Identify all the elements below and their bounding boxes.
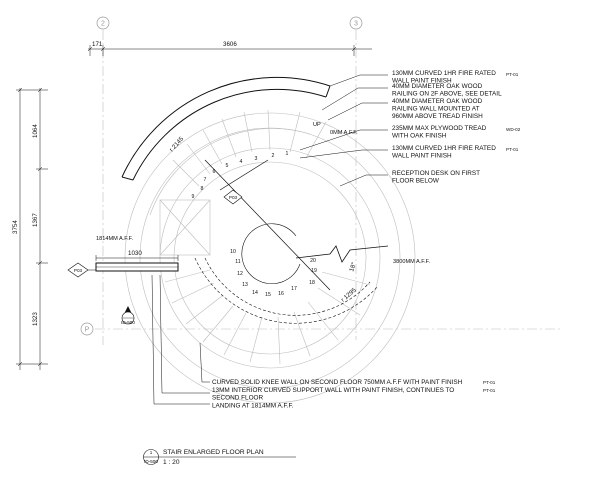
note-bottom-0-code: PT-01	[483, 380, 496, 385]
note-bottom-1: 13MM INTERIOR CURVED SUPPORT WALL WITH P…	[212, 387, 454, 394]
dim-1064: 1064	[32, 124, 39, 138]
note-right-0-line-1: WALL PAINT FINISH	[392, 77, 452, 84]
tread-number-16: 16	[278, 291, 284, 297]
grid-lines	[95, 30, 560, 345]
level-1814mm: 1814MM A.F.F.	[96, 236, 133, 242]
tread-number-7: 7	[204, 177, 207, 183]
note-right-0-line-0: 130MM CURVED 1HR FIRE RATED	[392, 70, 496, 77]
svg-text:3: 3	[354, 21, 358, 28]
tread-number-20: 20	[310, 258, 316, 264]
tread-number-6: 6	[213, 169, 216, 175]
tread-number-15: 15	[265, 292, 271, 298]
note-right-3-line-1: WITH OAK FINISH	[392, 132, 447, 139]
walking-line	[204, 159, 331, 291]
svg-text:P03: P03	[74, 268, 83, 273]
title-number: 1	[150, 450, 153, 455]
tread-number-8: 8	[201, 186, 204, 192]
tread-number-1: 1	[286, 151, 289, 157]
up-label: UP	[313, 122, 321, 128]
tread-number-17: 17	[291, 286, 297, 292]
tread-number-5: 5	[226, 163, 229, 169]
leader-lines-bottom	[151, 274, 210, 405]
top-dimension	[87, 45, 372, 56]
title-block: 1 ID-500 STAIR ENLARGED FLOOR PLAN 1 : 2…	[143, 449, 296, 466]
tread-number-2: 2	[272, 153, 275, 159]
radius-2145: r 2145	[168, 135, 185, 153]
svg-text:2: 2	[101, 21, 105, 28]
tag-p03-center: P03	[223, 189, 243, 205]
note-right-4-line-0: 130MM CURVED 1HR FIRE RATED	[392, 145, 496, 152]
note-right-3-code: WD-02	[506, 127, 521, 132]
tread-number-18: 18	[309, 280, 315, 286]
note-right-4-code: PT-01	[506, 147, 519, 152]
dim-3606: 3606	[223, 41, 237, 48]
dim-171: 171	[92, 41, 103, 48]
tread-number-10: 10	[230, 249, 236, 255]
leader-lines-right	[299, 74, 388, 187]
note-bottom-1-code: PT-01	[483, 388, 496, 393]
note-right-5-line-1: FLOOR BELOW	[392, 177, 440, 184]
angle-18: 18°	[348, 261, 358, 273]
tread-number-3: 3	[255, 156, 258, 162]
dim-1030: 1030	[128, 250, 142, 257]
svg-text:P03: P03	[229, 195, 238, 200]
inner-support-wall	[194, 223, 379, 324]
grid-bubble-3: 3	[349, 16, 363, 30]
note-right-2-line-0: 40MM DIAMETER OAK WOOD	[392, 98, 483, 105]
svg-text:ID-500: ID-500	[121, 320, 135, 325]
tread-number-11: 11	[235, 259, 240, 265]
curved-fire-rated-wall	[121, 76, 331, 181]
note-right-2-line-2: 960MM ABOVE TREAD FINISH	[392, 113, 483, 120]
dim-1323: 1323	[32, 312, 39, 326]
grid-bubble-2: 2	[96, 16, 110, 30]
level-0mm: 0MM A.F.F.	[330, 130, 358, 136]
tread-number-9: 9	[192, 194, 195, 200]
drawing-scale: 1 : 20	[163, 459, 180, 466]
note-bottom-3: LANDING AT 1814MM A.F.F.	[212, 402, 294, 409]
note-right-0-code: PT-01	[506, 72, 519, 77]
tread-number-19: 19	[311, 268, 317, 274]
note-bottom-0: CURVED SOLID KNEE WALL ON SECOND FLOOR 7…	[212, 379, 463, 386]
knee-wall	[295, 245, 389, 263]
level-3800mm: 3800MM A.F.F.	[393, 259, 430, 265]
section-reference-marker: ID-500	[121, 306, 135, 325]
dim-1367: 1367	[32, 213, 39, 227]
drawing-title: STAIR ENLARGED FLOOR PLAN	[163, 449, 264, 456]
left-dimensions	[16, 87, 48, 370]
title-sheet: ID-500	[144, 459, 158, 464]
note-right-1-line-1: RAILING ON 2F ABOVE, SEE DETAIL	[392, 90, 502, 97]
dim-3754: 3754	[12, 220, 19, 234]
svg-text:P: P	[85, 327, 90, 334]
note-bottom-2: SECOND FLOOR	[212, 395, 264, 402]
note-right-1-line-0: 40MM DIAMETER OAK WOOD	[392, 83, 483, 90]
note-right-5-line-0: RECEPTION DESK ON FIRST	[392, 170, 480, 177]
grid-bubble-p: P	[80, 322, 94, 336]
note-right-3-line-0: 235MM MAX PLYWOOD TREAD	[392, 125, 487, 132]
notes-bottom: CURVED SOLID KNEE WALL ON SECOND FLOOR 7…	[212, 379, 496, 409]
stair-treads	[124, 109, 416, 404]
tread-number-13: 13	[242, 282, 248, 288]
note-right-4-line-1: WALL PAINT FINISH	[392, 152, 452, 159]
note-right-2-line-1: RAILING WALL MOUNTED AT	[392, 105, 480, 112]
tread-number-4: 4	[240, 159, 243, 165]
tag-p03-left: P03	[67, 262, 96, 278]
tread-number-14: 14	[252, 290, 258, 296]
tread-number-12: 12	[237, 271, 243, 277]
landing-wall	[95, 255, 179, 272]
